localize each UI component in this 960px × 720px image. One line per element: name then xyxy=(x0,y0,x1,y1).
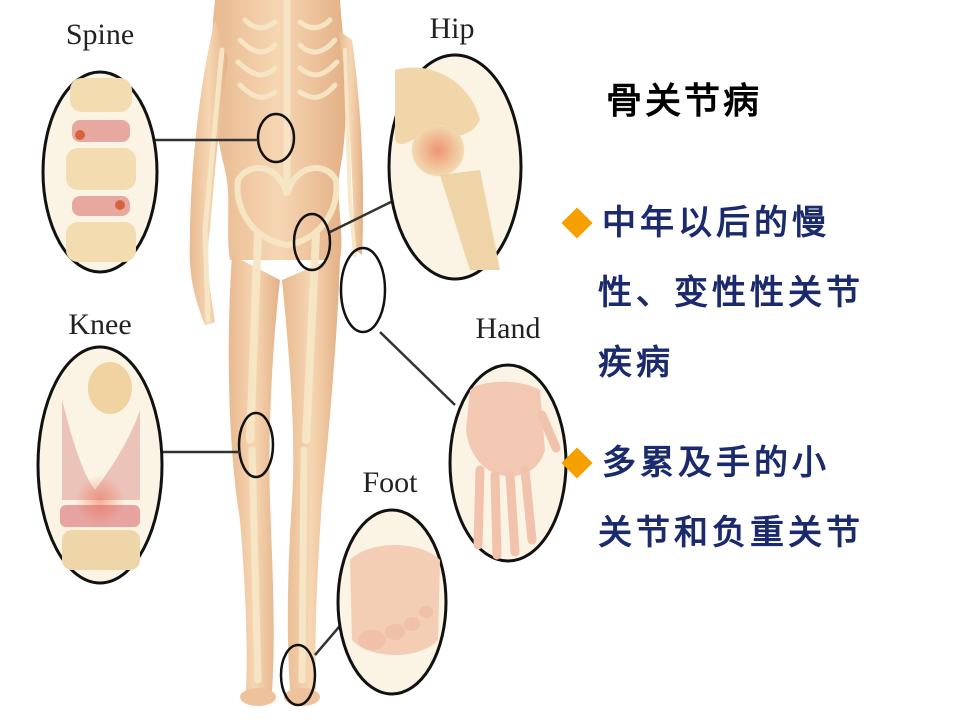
skeleton-overlay xyxy=(202,0,357,684)
bullet-text: 多累及手的小 xyxy=(602,443,830,483)
knee-label: Knee xyxy=(68,308,131,341)
bullet-line: 性、变性性关节 xyxy=(598,273,864,313)
bullet-line: 疾病 xyxy=(598,343,674,383)
body-joint-markers xyxy=(237,112,387,707)
hip-label: Hip xyxy=(430,12,475,45)
bullet-chronic-degenerative: 中年以后的慢 性、变性性关节 疾病 xyxy=(560,188,950,398)
hand-label: Hand xyxy=(476,312,541,345)
hip-callout: Hip xyxy=(387,12,523,281)
spine-label: Spine xyxy=(66,18,134,51)
bullet-text: 中年以后的慢 xyxy=(602,203,830,243)
diamond-bullet-icon xyxy=(561,206,593,239)
bullet-line: 多累及手的小 xyxy=(560,428,950,498)
foot-callout: Foot xyxy=(336,466,448,696)
diamond-bullet-icon xyxy=(561,446,593,479)
slide-title: 骨关节病 xyxy=(606,81,763,122)
knee-callout: Knee xyxy=(36,308,164,585)
bullet-line: 关节和负重关节 xyxy=(598,513,864,553)
spine-callout: Spine xyxy=(41,18,159,274)
foot-label: Foot xyxy=(362,466,418,499)
hand-callout: Hand xyxy=(448,312,568,563)
bullet-line: 中年以后的慢 xyxy=(560,188,950,258)
bullet-affected-joints: 多累及手的小 关节和负重关节 xyxy=(560,428,950,568)
